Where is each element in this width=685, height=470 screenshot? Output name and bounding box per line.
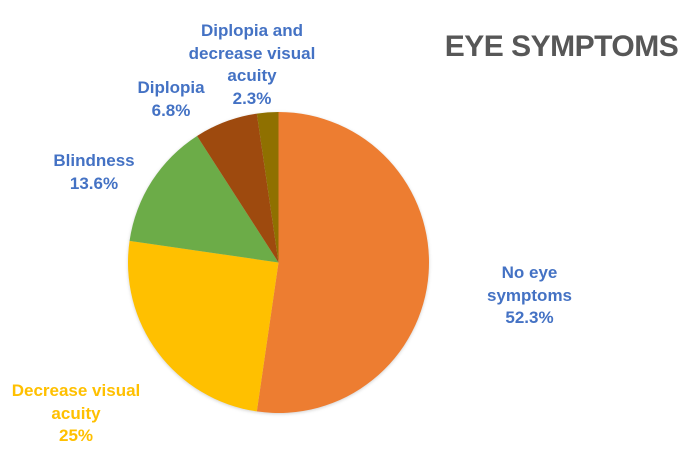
data-label-diplopia-value: 6.8% bbox=[151, 100, 191, 120]
pie-chart-figure: EYE SYMPTOMS No eye symptoms 52.3% Decre… bbox=[12, 0, 679, 445]
data-label-decrease-visual-acuity-value: 25% bbox=[58, 426, 94, 446]
pie-svg bbox=[128, 112, 429, 413]
data-label-diplopia-and-decrease-visual-acuity: Diplopia and decrease visual acuity 2.3% bbox=[168, 0, 336, 133]
pie-slice bbox=[129, 135, 279, 263]
data-label-blindness-value: 13.6% bbox=[69, 173, 119, 193]
pie-graphic bbox=[128, 112, 429, 413]
chart-title: EYE SYMPTOMS bbox=[444, 30, 679, 63]
data-label-diplopia: Diplopia 6.8% bbox=[112, 55, 230, 145]
pie-slice bbox=[197, 113, 279, 263]
data-label-no-eye-symptoms-name: No eye symptoms bbox=[486, 263, 573, 305]
data-label-diplopia-and-decrease-visual-acuity-name: Diplopia and decrease visual acuity bbox=[188, 21, 316, 86]
pie-slice bbox=[256, 112, 279, 263]
data-label-decrease-visual-acuity: Decrease visual acuity 25% bbox=[0, 358, 160, 470]
pie-slice bbox=[256, 112, 429, 413]
pie-slice bbox=[128, 240, 279, 412]
data-label-blindness: Blindness 13.6% bbox=[18, 128, 170, 218]
data-label-no-eye-symptoms: No eye symptoms 52.3% bbox=[452, 240, 607, 352]
data-label-diplopia-name: Diplopia bbox=[137, 78, 205, 98]
data-label-decrease-visual-acuity-name: Decrease visual acuity bbox=[11, 381, 141, 423]
data-label-no-eye-symptoms-value: 52.3% bbox=[505, 308, 554, 328]
data-label-diplopia-and-decrease-visual-acuity-value: 2.3% bbox=[232, 88, 272, 108]
data-label-blindness-name: Blindness bbox=[53, 151, 135, 171]
